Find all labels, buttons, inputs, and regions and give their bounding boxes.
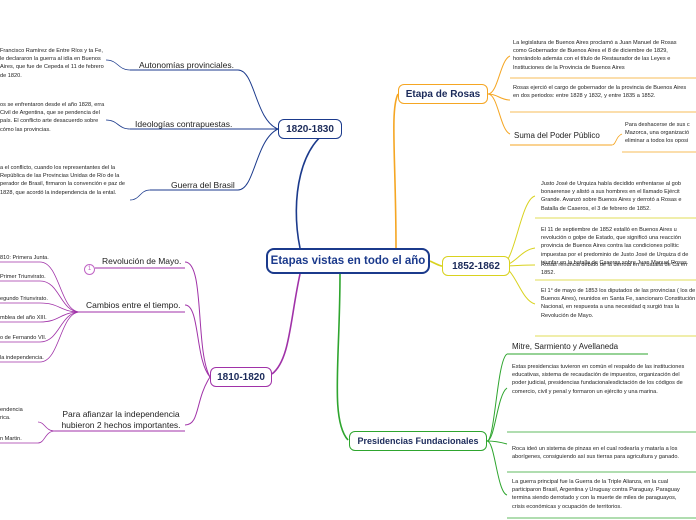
hecho-independencia: endencia rica. — [0, 407, 23, 422]
subtopic-suma-poder[interactable]: Suma del Poder Público — [514, 131, 600, 140]
change-asamblea: mblea del año XIII. — [0, 315, 47, 321]
note-triple-alianza: La guerra principal fue la Guerra de la … — [512, 479, 680, 510]
main-topic-1820-1830[interactable]: 1820-1830 — [278, 119, 342, 139]
subtopic-mitre-sarmiento[interactable]: Mitre, Sarmiento y Avellaneda — [512, 342, 619, 351]
main-topic-etapa-rosas[interactable]: Etapa de Rosas — [398, 84, 488, 104]
note-constitucion: El 1° de mayo de 1853 los diputados de l… — [541, 288, 696, 319]
change-primer-triunvirato: Primer Triunvirato. — [0, 274, 46, 280]
change-segundo-triunvirato: egundo Triunvirato. — [0, 296, 48, 302]
main-topic-1810-1820[interactable]: 1810-1820 — [210, 367, 272, 387]
main-topic-1852-1862[interactable]: 1852-1862 — [442, 256, 510, 276]
subtopic-afianzar-independencia[interactable]: Para afianzar la independencia hubieron … — [61, 409, 181, 430]
note-revolucion-1852: El 11 de septiembre de 1852 estalló en B… — [541, 227, 689, 266]
change-independencia: la independencia. — [0, 355, 44, 361]
number-badge: 1 — [84, 264, 95, 275]
note-rosas-renuncia: Rosas renuncia debido de la derrota en l… — [541, 262, 688, 277]
subtopic-guerra-brasil[interactable]: Guerra del Brasil — [171, 180, 235, 190]
link-central-1852 — [429, 260, 443, 267]
central-topic[interactable]: Etapas vistas en todo el año — [266, 248, 430, 274]
link-central-rosas — [393, 93, 399, 249]
subtopic-cambios[interactable]: Cambios entre el tiempo. — [86, 300, 181, 310]
change-fernando: o de Fernando VII. — [0, 335, 47, 341]
note-caseros: Justo José de Urquiza había decidido enf… — [541, 181, 682, 212]
note-rosas-periodos: Rosas ejerció el cargo de gobernador de … — [513, 85, 687, 100]
note-guerra-civil: os se enfrentaron desde el año 1828, err… — [0, 102, 105, 133]
link-central-1810 — [271, 273, 301, 375]
note-convencion-paz: a el conflicto, cuando los representante… — [0, 165, 125, 196]
link-central-fund — [336, 273, 349, 441]
change-primera-junta: 810: Primera Junta. — [0, 255, 49, 261]
link-central-1820 — [295, 127, 336, 249]
note-mazorca: Para deshacerse de sus c Mazorca, una or… — [625, 122, 690, 145]
note-instituciones: Estas presidencias tuvieron en común el … — [512, 364, 685, 395]
main-topic-presidencias[interactable]: Presidencias Fundacionales — [349, 431, 487, 451]
subtopic-revolucion-mayo[interactable]: Revolución de Mayo. — [102, 256, 182, 266]
subtopic-autonomias[interactable]: Autonomías provinciales. — [139, 60, 234, 70]
subtopic-ideologias[interactable]: Ideologías contrapuestas. — [135, 119, 233, 129]
note-roca: Roca ideó un sistema de pinzas en el cua… — [512, 446, 679, 461]
note-cepeda: Francisco Ramírez de Entre Ríos y ta Fe,… — [0, 48, 104, 79]
note-rosas-gobernador: La legislatura de Buenos Aires proclamó … — [513, 40, 677, 71]
hecho-san-martin: n Martin. — [0, 436, 22, 442]
